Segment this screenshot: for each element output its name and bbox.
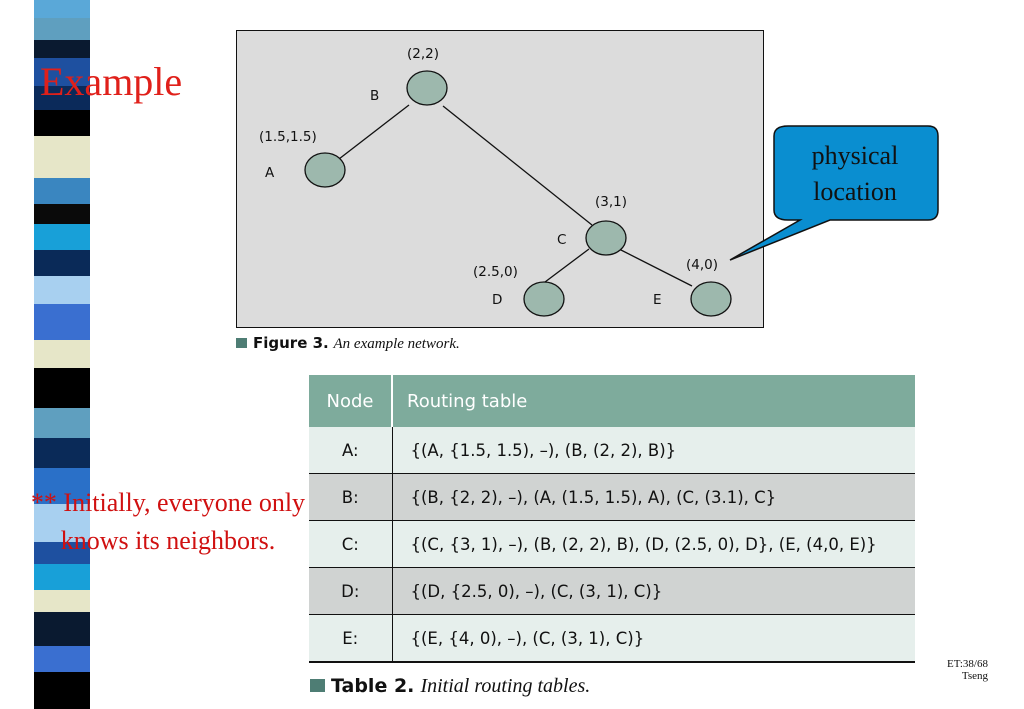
caption-square-icon [310,679,325,692]
row-routing: {(E, {4, 0), –), (C, (3, 1), C)} [392,614,915,662]
node-d: D (2.5,0) [473,264,565,317]
table-header-row: Node Routing table [309,375,915,427]
table-row: D: {(D, {2.5, 0), –), (C, (3, 1), C)} [309,567,915,615]
node-c-name: C [557,232,566,248]
figure-caption-text: An example network. [333,336,460,352]
header-node: Node [309,375,393,427]
decorative-stripe [0,0,100,709]
table-caption-text: Initial routing tables. [420,675,591,697]
node-c-coord: (3,1) [595,194,627,210]
node-b-coord: (2,2) [407,46,439,62]
figure-caption: Figure 3. An example network. [236,334,460,353]
callout-bubble [729,125,939,261]
node-d-name: D [492,292,502,308]
row-routing: {(D, {2.5, 0), –), (C, (3, 1), C)} [392,567,915,615]
edge-c-d [540,248,590,286]
footer-author: Tseng [961,670,988,682]
routing-table: Node Routing table A: {(A, {1.5, 1.5), –… [309,375,915,663]
figure-caption-label: Figure 3. [253,334,329,352]
node-e: E (4,0) [653,257,732,317]
table-caption-label: Table 2. [331,675,415,697]
edge-a-b [338,104,410,160]
slide-footer: ET:38/68 Tseng [947,658,988,682]
node-d-coord: (2.5,0) [473,264,518,280]
row-routing: {(B, {2, 2), –), (A, (1.5, 1.5), A), (C,… [392,473,915,521]
callout-text: physical location [811,141,899,206]
row-node: E: [309,614,393,662]
row-node: A: [309,427,393,474]
row-routing: {(C, {3, 1), –), (B, (2, 2), B), (D, (2.… [392,520,915,568]
header-routing-table: Routing table [392,375,915,427]
table-row: A: {(A, {1.5, 1.5), –), (B, (2, 2), B)} [309,427,915,474]
node-b: B (2,2) [370,46,448,106]
node-a: A (1.5,1.5) [259,129,346,188]
node-c: C (3,1) [557,194,627,256]
node-a-coord: (1.5,1.5) [259,129,317,145]
table-row: C: {(C, {3, 1), –), (B, (2, 2), B), (D, … [309,520,915,568]
row-node: D: [309,567,393,615]
node-b-name: B [370,88,379,104]
edge-c-e [618,248,693,287]
table-row: B: {(B, {2, 2), –), (A, (1.5, 1.5), A), … [309,473,915,521]
row-node: C: [309,520,393,568]
node-e-coord: (4,0) [686,257,718,273]
caption-square-icon [236,338,247,348]
note-text: ** Initially, everyone only knows its ne… [30,488,306,555]
row-node: B: [309,473,393,521]
row-routing: {(A, {1.5, 1.5), –), (B, (2, 2), B)} [392,427,915,474]
node-e-name: E [653,292,662,308]
slide-title: Example [40,59,183,104]
edge-b-c [442,105,593,226]
network-figure: A (1.5,1.5) B (2,2) C (3,1) D (2.5,0) E … [236,30,764,328]
table-row: E: {(E, {4, 0), –), (C, (3, 1), C)} [309,614,915,662]
footer-page: ET:38/68 [946,658,988,670]
network-edges [338,104,693,287]
node-a-name: A [265,165,275,181]
table-caption: Table 2. Initial routing tables. [310,675,590,698]
